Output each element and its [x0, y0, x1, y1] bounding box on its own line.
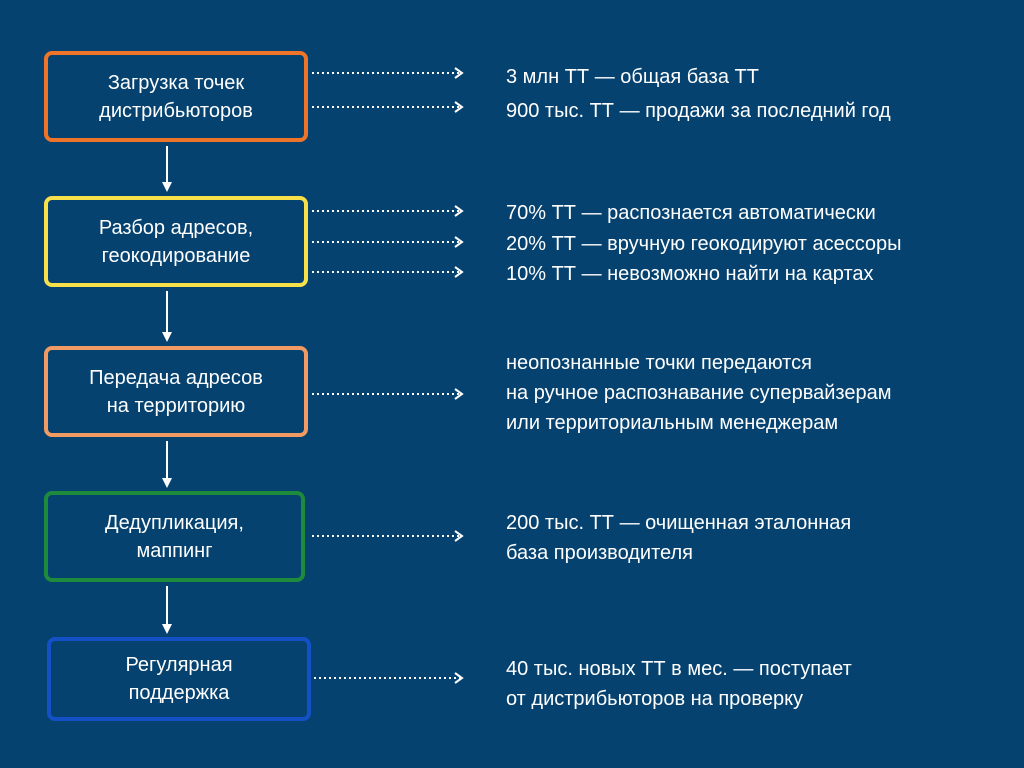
step-4-label: Дедупликация, маппинг: [105, 511, 244, 562]
step-2-note-3: 10% ТТ — невозможно найти на картах: [506, 263, 874, 285]
step-1-label: Загрузка точек дистрибьюторов: [99, 71, 253, 122]
step-5-box: Регулярная поддержка: [47, 637, 311, 721]
step-3-note: неопознанные точки передаются на ручное …: [506, 352, 892, 434]
step-3-box: Передача адресов на территорию: [44, 346, 308, 437]
step-4-note: 200 тыс. ТТ — очищенная эталонная база п…: [506, 512, 852, 564]
step-1-note-2: 900 тыс. ТТ — продажи за последний год: [506, 100, 891, 122]
step-5-label: Регулярная поддержка: [125, 654, 233, 704]
step-2-note-1: 70% ТТ — распознается автоматически: [506, 202, 876, 224]
step-2-label: Разбор адресов, геокодирование: [98, 216, 254, 267]
step-1-note-1: 3 млн ТТ — общая база ТТ: [506, 66, 759, 88]
step-4-box: Дедупликация, маппинг: [44, 491, 305, 582]
step-5-note: 40 тыс. новых ТТ в мес. — поступает от д…: [506, 658, 852, 710]
step-2-box: Разбор адресов, геокодирование: [44, 196, 308, 287]
step-3-label: Передача адресов на территорию: [89, 366, 263, 417]
step-2-note-2: 20% ТТ — вручную геокодируют асессоры: [506, 233, 902, 255]
step-1-box: Загрузка точек дистрибьюторов: [44, 51, 308, 142]
